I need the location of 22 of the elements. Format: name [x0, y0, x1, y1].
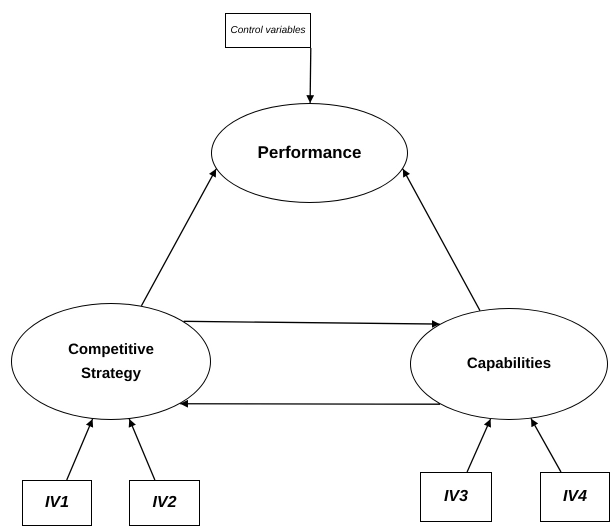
arrow [180, 400, 440, 408]
node-label: Competitive Strategy [67, 340, 155, 384]
note-box [225, 13, 311, 48]
variable-box [540, 472, 610, 522]
arrow [184, 320, 440, 328]
node-label: Control variables [230, 24, 306, 37]
arrow [466, 418, 492, 472]
arrow [140, 168, 217, 306]
node-label: IV2 [152, 493, 176, 513]
arrow [128, 418, 156, 480]
node-label: IV3 [444, 487, 468, 507]
variable-box [420, 472, 492, 522]
arrow [66, 418, 94, 480]
node-label: IV4 [562, 487, 587, 507]
node-label: IV1 [44, 493, 69, 513]
arrow [402, 168, 480, 311]
arrow [306, 48, 314, 103]
node-label: Performance [258, 142, 362, 164]
arrow [530, 418, 562, 472]
variable-box [22, 480, 92, 526]
node-label: Capabilities [466, 354, 552, 374]
variable-box [129, 480, 200, 526]
